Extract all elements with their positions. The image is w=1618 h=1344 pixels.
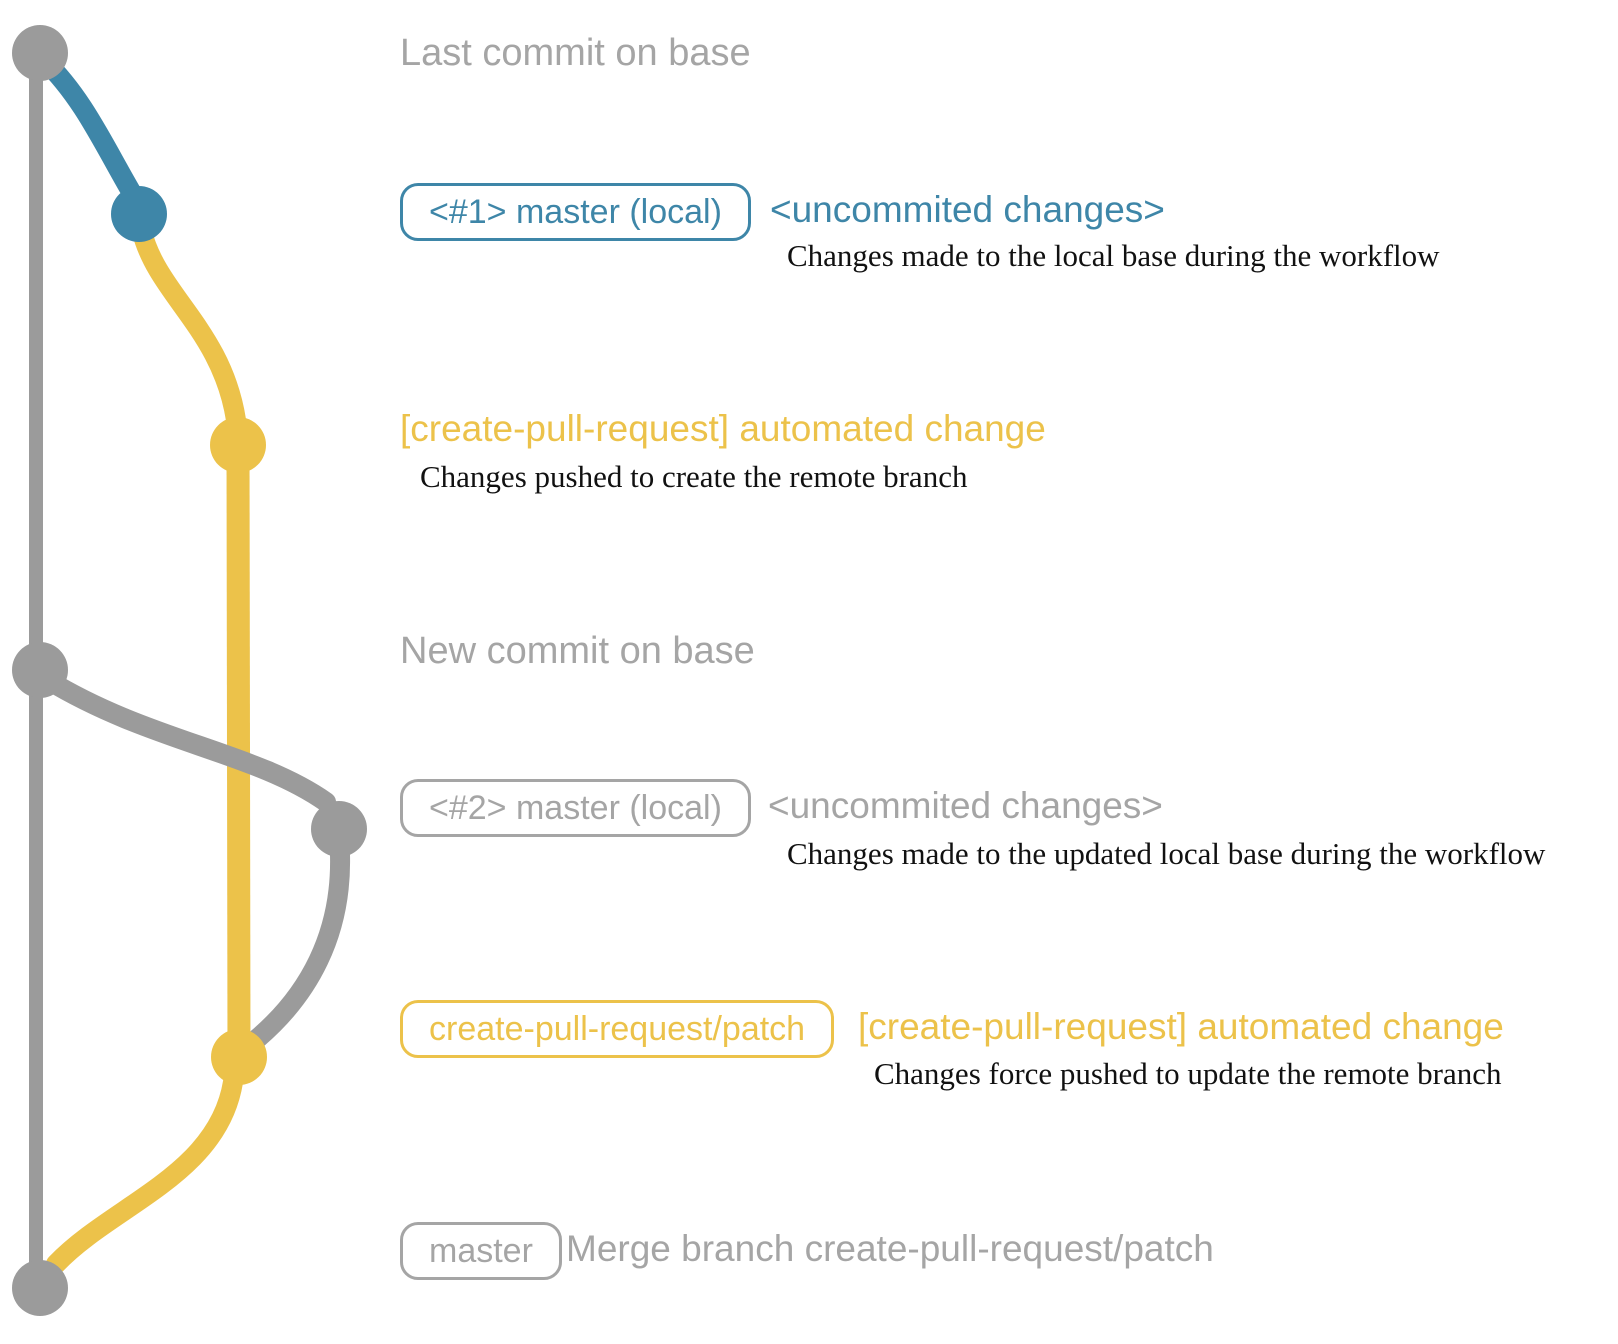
commit-node-patch-2 (211, 1029, 267, 1085)
merge-message: Merge branch create-pull-request/patch (566, 1228, 1214, 1269)
commit2-message: <uncommited changes> (768, 785, 1163, 826)
push1-message: [create-pull-request] automated change (400, 408, 1046, 449)
badge-master-local-2: <#2> master (local) (400, 779, 751, 837)
patch-branch-curve-1 (132, 222, 246, 430)
local-branch-curve-2 (38, 670, 336, 812)
badge-create-pull-request-patch: create-pull-request/patch (400, 1000, 835, 1058)
commit1-message: <uncommited changes> (770, 189, 1165, 230)
commit-node-merge (12, 1260, 68, 1316)
patch-merge-curve (46, 1072, 243, 1274)
local-branch-curve-3 (248, 845, 351, 1048)
commit-node-local-2 (311, 801, 367, 857)
push2-caption: Changes force pushed to update the remot… (874, 1056, 1502, 1091)
commit-node-last-base (12, 25, 68, 81)
last-commit-label: Last commit on base (400, 32, 751, 74)
commit-node-new-base (12, 642, 68, 698)
commit-node-patch-1 (210, 417, 266, 473)
commit-node-local-1 (111, 186, 167, 242)
push1-caption: Changes pushed to create the remote bran… (420, 459, 968, 494)
local-branch-curve-1 (34, 50, 146, 210)
badge-master-local-1: <#1> master (local) (400, 183, 751, 241)
badge-master: master (400, 1222, 562, 1280)
commit1-caption: Changes made to the local base during th… (787, 238, 1440, 273)
push2-message: [create-pull-request] automated change (858, 1006, 1504, 1047)
commit2-caption: Changes made to the updated local base d… (787, 836, 1546, 871)
new-commit-label: New commit on base (400, 630, 755, 672)
